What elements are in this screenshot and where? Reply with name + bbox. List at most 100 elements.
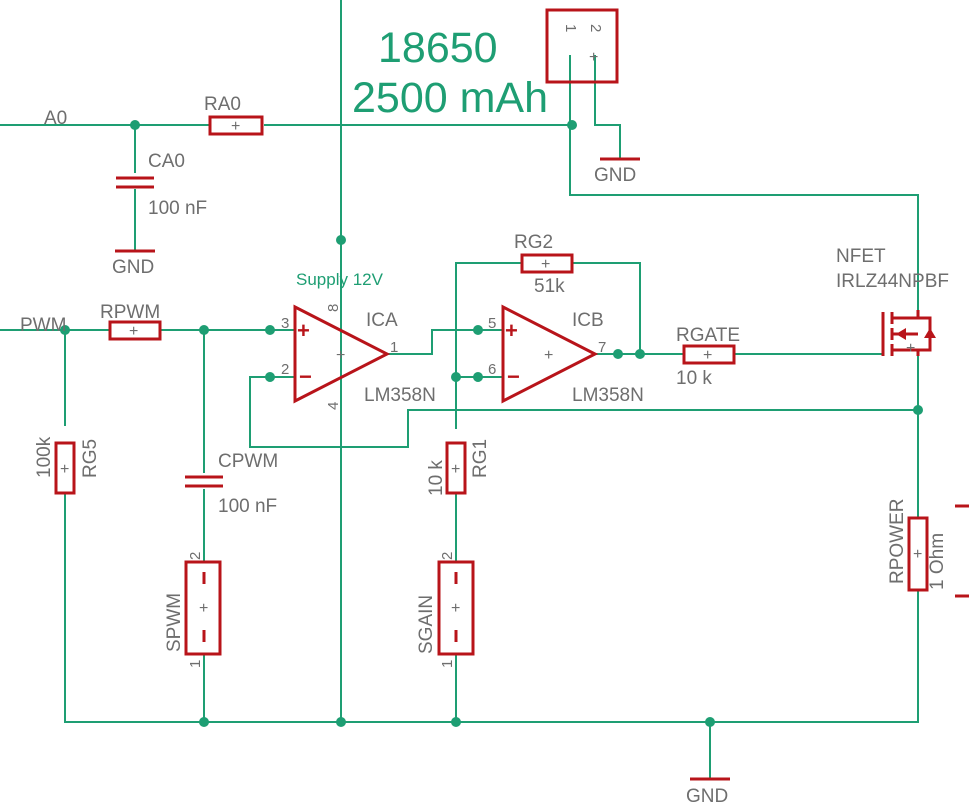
supply-label: Supply 12V bbox=[296, 270, 384, 289]
junction-icb-out bbox=[613, 349, 623, 359]
wire-ica-feedback bbox=[249, 376, 919, 448]
svg-text:+: + bbox=[906, 340, 915, 357]
resistor-rgate: + RGATE 10 k bbox=[676, 325, 740, 389]
resistor-rpwm: + RPWM bbox=[100, 302, 162, 341]
svg-text:+: + bbox=[913, 546, 922, 563]
resistor-ra0: + RA0 bbox=[204, 94, 264, 136]
sgain-pin1: 1 bbox=[439, 660, 456, 668]
rg2-name: RG2 bbox=[514, 232, 553, 253]
mosfet-nfet: + NFET IRLZ44NPBF bbox=[836, 246, 949, 357]
battery-connector-pin1: 1 bbox=[562, 24, 579, 32]
ica-name: ICA bbox=[366, 310, 398, 331]
icb-name: ICB bbox=[572, 310, 604, 331]
rpower-value: 1 Ohm bbox=[927, 533, 948, 590]
battery-connector-pin2: 2 bbox=[587, 24, 604, 32]
rgate-value: 10 k bbox=[676, 368, 712, 389]
ica-pin-gnd: 4 bbox=[325, 402, 342, 410]
ca0-value: 100 nF bbox=[148, 198, 207, 219]
junction-cpwm bbox=[199, 325, 209, 335]
spwm-pin2: 2 bbox=[187, 552, 204, 560]
wire-rg2-b bbox=[571, 262, 641, 355]
ica-pin-plus: 3 bbox=[281, 315, 289, 332]
ra0-name: RA0 bbox=[204, 94, 241, 115]
gnd-label-main: GND bbox=[686, 786, 728, 807]
battery-connector-origin: + bbox=[589, 49, 598, 66]
rg5-name: RG5 bbox=[80, 439, 101, 478]
svg-text:+: + bbox=[297, 318, 310, 343]
junction-icb-minus bbox=[451, 372, 461, 382]
wires bbox=[0, 0, 919, 779]
ica-pin-minus: 2 bbox=[281, 361, 289, 378]
icb-pin-out: 7 bbox=[598, 339, 606, 356]
ica-pin-out: 1 bbox=[390, 339, 398, 356]
battery-capacity: 2500 mAh bbox=[352, 74, 548, 122]
opamp-ica: + − + 3 2 1 8 4 ICA LM358N bbox=[281, 304, 436, 410]
rg1-name: RG1 bbox=[470, 439, 491, 478]
sgain-name: SGAIN bbox=[416, 595, 437, 654]
gnd-symbol-ca0: GND bbox=[112, 249, 155, 278]
capacitor-cpwm: CPWM 100 nF bbox=[185, 451, 278, 517]
rg2-value: 51k bbox=[534, 276, 565, 297]
svg-text:+: + bbox=[505, 318, 518, 343]
rg5-value: 100k bbox=[34, 436, 55, 478]
junction-gnd-cpwm bbox=[199, 717, 209, 727]
resistor-rg2: + RG2 51k bbox=[514, 232, 574, 297]
junction-icb-minus-b bbox=[473, 372, 483, 382]
junction-icb-plus bbox=[473, 325, 483, 335]
ca0-name: CA0 bbox=[148, 151, 185, 172]
junction-gnd-sgain bbox=[451, 717, 461, 727]
svg-text:+: + bbox=[544, 347, 553, 364]
gnd-label-battery: GND bbox=[594, 165, 636, 186]
svg-text:+: + bbox=[541, 256, 550, 273]
svg-text:+: + bbox=[129, 323, 138, 340]
rgate-name: RGATE bbox=[676, 325, 740, 346]
sgain-pin2: 2 bbox=[439, 552, 456, 560]
battery-connector: 1 2 + bbox=[545, 8, 619, 84]
resistor-rg1: + 10 k RG1 bbox=[426, 439, 491, 496]
opamp-icb: + − + 5 6 7 ICB LM358N bbox=[488, 304, 644, 406]
junction-ica-plus bbox=[265, 325, 275, 335]
cpwm-value: 100 nF bbox=[218, 496, 277, 517]
icb-part: LM358N bbox=[572, 385, 644, 406]
svg-text:+: + bbox=[451, 600, 460, 617]
junction-supply bbox=[336, 235, 346, 245]
switch-sgain: + 2 1 SGAIN bbox=[416, 552, 475, 668]
svg-text:+: + bbox=[336, 347, 345, 364]
svg-text:+: + bbox=[60, 461, 69, 478]
junctions bbox=[60, 120, 923, 727]
svg-text:+: + bbox=[703, 347, 712, 364]
rpower-name: RPOWER bbox=[887, 499, 908, 585]
junction-battery-a0 bbox=[567, 120, 577, 130]
resistor-rg5: + 100k RG5 bbox=[34, 436, 101, 495]
rg1-value: 10 k bbox=[426, 460, 447, 496]
battery-connector-body bbox=[545, 8, 619, 84]
junction-feedback bbox=[913, 405, 923, 415]
junction-gnd-supply bbox=[336, 717, 346, 727]
icb-pin-minus: 6 bbox=[488, 361, 496, 378]
svg-text:−: − bbox=[299, 364, 312, 389]
junction-pwm-rg5 bbox=[60, 325, 70, 335]
gnd-symbol-battery: GND bbox=[594, 157, 640, 186]
spwm-name: SPWM bbox=[164, 593, 185, 652]
junction-ica-minus bbox=[265, 372, 275, 382]
cpwm-name: CPWM bbox=[218, 451, 278, 472]
junction-ca0 bbox=[130, 120, 140, 130]
svg-text:+: + bbox=[451, 461, 460, 478]
battery-type: 18650 bbox=[378, 24, 498, 72]
svg-text:−: − bbox=[507, 364, 520, 389]
wire-ica-out bbox=[387, 329, 504, 355]
ica-pin-vcc: 8 bbox=[325, 304, 342, 312]
spwm-pin1: 1 bbox=[187, 660, 204, 668]
net-label-pwm: PWM bbox=[20, 315, 66, 336]
icb-pin-plus: 5 bbox=[488, 315, 496, 332]
switch-spwm: + 2 1 SPWM bbox=[164, 552, 222, 668]
svg-text:+: + bbox=[231, 118, 240, 135]
wire-battery-pin2 bbox=[594, 55, 621, 159]
ica-part: LM358N bbox=[364, 385, 436, 406]
rpwm-name: RPWM bbox=[100, 302, 160, 323]
junction-rg2-out bbox=[635, 349, 645, 359]
gnd-symbol-main: GND bbox=[686, 777, 730, 807]
capacitor-ca0: CA0 100 nF bbox=[116, 151, 207, 219]
nfet-part: IRLZ44NPBF bbox=[836, 271, 949, 292]
